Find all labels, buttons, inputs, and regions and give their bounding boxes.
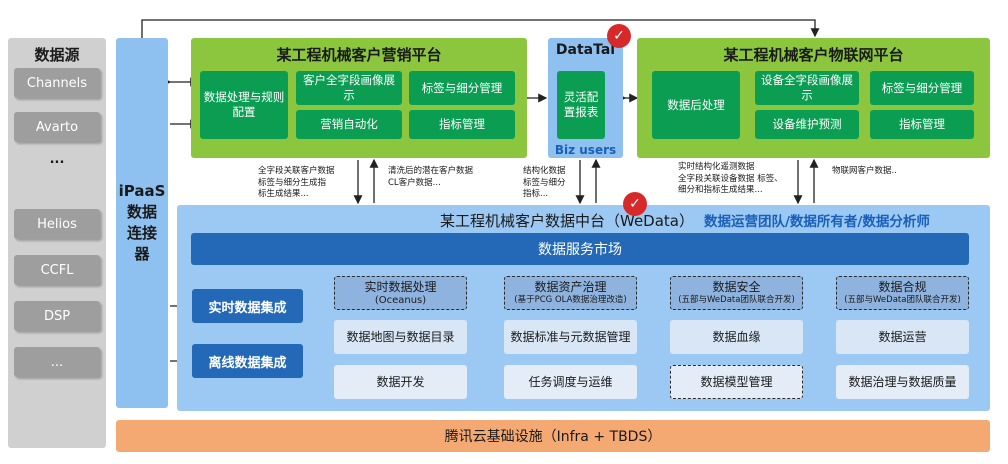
data-source-column <box>8 38 106 448</box>
flow-note-line: 标签与细分 <box>523 177 566 188</box>
data-compliance-label: 数据合规 <box>878 280 927 294</box>
realtime-integration: 实时数据集成 <box>192 289 303 323</box>
data-security-cell: 数据安全 (五部与WeData团队联合开发) <box>670 276 803 310</box>
flow-note-line: 清洗后的潜在客户数据 <box>388 166 474 176</box>
flow-note-line: 结构化数据 <box>523 166 566 176</box>
data-standard-metadata-cell: 数据标准与元数据管理 <box>504 320 637 354</box>
flow-note-marketing-in: 全字段关联客户数据 标签与细分生成指 标生成结果... <box>258 166 335 201</box>
flow-note-marketing-out: 清洗后的潜在客户数据 CL客户数据... <box>388 166 473 189</box>
top-loop-line <box>141 19 820 38</box>
flow-note-line: 标签与细分生成指 <box>258 177 327 188</box>
flow-note-line: 指标... <box>523 189 549 199</box>
iot-metric-management: 指标管理 <box>870 110 974 139</box>
marketing-metric-management: 指标管理 <box>409 110 515 139</box>
data-compliance-sub: (五部与WeData团队联合开发) <box>844 295 961 305</box>
checkmark-icon: ✓ <box>607 24 631 48</box>
data-security-sub: (五部与WeData团队联合开发) <box>678 295 795 305</box>
iot-maintenance-prediction: 设备维护预测 <box>755 110 859 139</box>
flow-note-line: 全字段关联设备数据 标签、 <box>678 173 783 184</box>
flow-note-line: 标生成结果... <box>258 189 309 199</box>
source-item-ellipsis: ... <box>49 152 65 167</box>
asset-governance-sub: (基于PCG OLA数据治理改造) <box>514 295 627 305</box>
data-model-management-cell: 数据模型管理 <box>670 365 803 399</box>
datatal-flexible-report: 灵活配置报表 <box>557 71 605 139</box>
flow-note-datatal: 结构化数据 标签与细分 指标... <box>523 166 566 201</box>
data-operations-cell: 数据运营 <box>836 320 969 354</box>
realtime-processing-sub: (Oceanus) <box>374 295 427 306</box>
data-team-label: 数据运营团队/数据所有者/数据分析师 <box>704 214 930 230</box>
data-development-cell: 数据开发 <box>334 365 467 399</box>
source-item-dsp: DSP <box>14 301 100 331</box>
data-compliance-cell: 数据合规 (五部与WeData团队联合开发) <box>836 276 969 310</box>
data-service-market: 数据服务市场 <box>191 233 969 265</box>
source-item-more: ... <box>14 347 100 377</box>
marketing-platform-title: 某工程机械客户营销平台 <box>276 46 442 64</box>
asset-governance-cell: 数据资产治理 (基于PCG OLA数据治理改造) <box>504 276 637 310</box>
flow-note-line: 物联网客户数据.. <box>832 166 897 176</box>
data-source-title: 数据源 <box>34 46 80 64</box>
marketing-data-processing: 数据处理与规则配置 <box>200 71 288 139</box>
flow-note-line: 全字段关联客户数据 <box>258 166 335 176</box>
flow-note-line: 细分和指标生成结果... <box>678 185 763 195</box>
tencent-cloud-infra: 腾讯云基础设施（Infra + TBDS） <box>116 420 990 452</box>
ipaas-line-2: 数据 <box>126 203 157 221</box>
datatal-title: DataTal <box>555 42 616 58</box>
flow-note-line: CL客户数据... <box>388 177 441 188</box>
asset-governance-label: 数据资产治理 <box>534 280 607 294</box>
ipaas-line-3: 连接 <box>126 224 157 242</box>
flow-note-line: 实时结构化遥测数据 <box>678 162 755 172</box>
data-middle-platform-title: 某工程机械客户数据中台（WeData） <box>440 212 694 230</box>
source-item-avarto: Avarto <box>14 112 100 142</box>
iot-post-processing: 数据后处理 <box>652 71 740 139</box>
source-item-helios: Helios <box>14 209 100 239</box>
datatal-biz-users: Biz users <box>554 143 617 157</box>
data-governance-quality-cell: 数据治理与数据质量 <box>836 365 969 399</box>
data-map-catalog-cell: 数据地图与数据目录 <box>334 320 467 354</box>
iot-device-profile: 设备全字段画像展示 <box>755 71 859 105</box>
source-item-ccfl: CCFL <box>14 255 100 285</box>
task-scheduling-cell: 任务调度与运维 <box>504 365 637 399</box>
data-lineage-cell: 数据血缘 <box>670 320 803 354</box>
marketing-tag-management: 标签与细分管理 <box>409 71 515 105</box>
marketing-automation: 营销自动化 <box>296 110 402 139</box>
flow-note-iot-out: 物联网客户数据.. <box>832 166 897 178</box>
checkmark-icon: ✓ <box>623 192 647 216</box>
offline-integration: 离线数据集成 <box>192 344 303 378</box>
flow-note-iot-in: 实时结构化遥测数据 全字段关联设备数据 标签、 细分和指标生成结果... <box>678 162 783 197</box>
iot-platform-title: 某工程机械客户物联网平台 <box>723 46 904 64</box>
ipaas-line-4: 器 <box>134 245 150 263</box>
data-security-label: 数据安全 <box>712 280 761 294</box>
ipaas-line-1: iPaaS <box>118 182 166 200</box>
iot-tag-management: 标签与细分管理 <box>870 71 974 105</box>
realtime-processing-label: 实时数据处理 <box>364 280 437 294</box>
marketing-customer-profile: 客户全字段画像展示 <box>296 71 402 105</box>
source-item-channels: Channels <box>14 68 100 98</box>
realtime-processing-cell: 实时数据处理 (Oceanus) <box>334 276 467 310</box>
ipaas-connector: iPaaS 数据 连接 器 <box>116 38 168 408</box>
